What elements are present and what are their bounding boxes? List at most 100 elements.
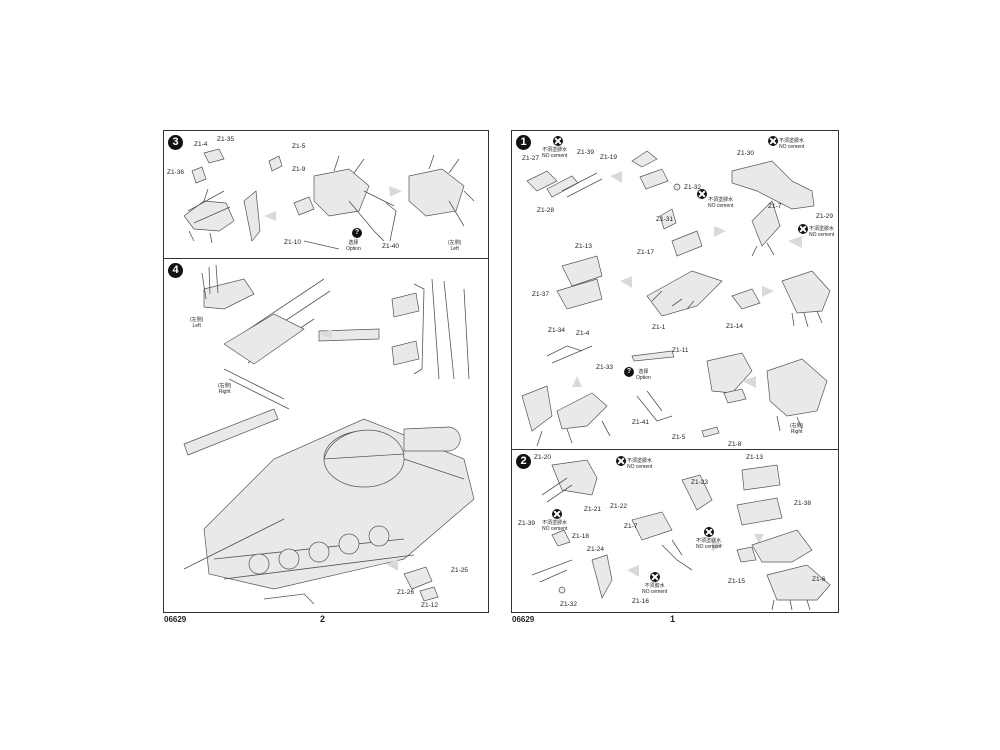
part-label: Z1-31 [656, 216, 673, 223]
no-cement-en: NO cement [708, 203, 734, 209]
part-label: Z1-13 [746, 454, 763, 461]
step-1-badge: 1 [516, 135, 531, 150]
step-2-panel: 2 Z1-20 Z1-21 Z1-39 Z1-18 Z1-24 Z1-32 Z1… [511, 449, 839, 613]
part-label: Z1-12 [421, 602, 438, 609]
option-icon: ? [352, 228, 362, 238]
part-label: Z1-18 [572, 533, 589, 540]
step-2-illustration [531, 459, 831, 611]
no-cement-en: NO cement [696, 544, 722, 550]
no-cement-cn: 不须胶水 [644, 583, 665, 589]
part-label: Z1-32 [684, 184, 701, 191]
part-label: Z1-19 [600, 154, 617, 161]
no-cement-icon [704, 527, 714, 537]
no-cement-note: 不須塗膠水 NO cement [708, 197, 733, 209]
no-cement-cn: 不須塗膠水 [542, 520, 568, 526]
footer-page-number: 1 [670, 614, 676, 624]
part-label: Z1-5 [292, 143, 306, 150]
part-label: Z1-21 [584, 506, 601, 513]
step-3-badge: 3 [168, 135, 183, 150]
no-cement-en: NO cement [542, 153, 568, 159]
part-label: Z1-39 [577, 149, 594, 156]
step-4-badge: 4 [168, 263, 183, 278]
side-note-cn: (右侧) [790, 423, 804, 429]
step-3-illustration [183, 148, 475, 250]
side-note-en: Right [218, 389, 231, 395]
option-icon: ? [624, 367, 634, 377]
part-label: Z1-33 [596, 364, 613, 371]
side-note-en: Left [192, 323, 201, 329]
step-3-panel: 3 Z1-4 Z1-35 Z1-36 Z1-5 Z1-9 Z1-10 Z1-40… [163, 130, 489, 259]
part-label: Z1-28 [537, 207, 554, 214]
part-label: Z1-9 [292, 166, 306, 173]
no-cement-cn: 不須塗膠水 [542, 147, 568, 153]
side-note-en: Left [450, 246, 459, 252]
part-label: Z1-11 [672, 347, 689, 354]
footer-code: 06629 [164, 615, 187, 624]
part-label: Z1-1 [652, 324, 666, 331]
part-label: Z1-32 [560, 601, 577, 608]
option-note-cn: 选择 [348, 240, 359, 246]
part-label: Z1-35 [217, 136, 234, 143]
no-cement-icon [650, 572, 660, 582]
part-label: Z1-37 [532, 291, 549, 298]
no-cement-icon [552, 509, 562, 519]
no-cement-cn: 不須塗膠水 [779, 138, 805, 144]
option-note-en: Option [636, 375, 651, 381]
part-label: Z1-5 [672, 434, 686, 441]
part-label: Z1-22 [610, 503, 627, 510]
side-note-right: (右侧) Right [218, 383, 231, 395]
no-cement-icon [798, 224, 808, 234]
no-cement-en: NO cement [642, 589, 668, 595]
option-note-cn: 选择 [638, 369, 649, 375]
option-note-en: Option [346, 246, 361, 252]
part-label: Z1-34 [548, 327, 565, 334]
step-2-badge: 2 [516, 454, 531, 469]
no-cement-en: NO cement [809, 232, 835, 238]
part-label: Z1-7 [624, 523, 638, 530]
no-cement-note: 不须胶水 NO cement [642, 583, 667, 595]
no-cement-en: NO cement [627, 464, 653, 470]
part-label: Z1-4 [576, 330, 590, 337]
part-label: Z1-13 [575, 243, 592, 250]
option-note: 选择 Option [346, 240, 361, 252]
no-cement-note: 不須塗膠水 NO cement [696, 538, 721, 550]
part-label: Z1-20 [534, 454, 551, 461]
part-label: Z1-38 [794, 500, 811, 507]
no-cement-icon [697, 189, 707, 199]
side-note-cn: (右侧) [218, 383, 232, 389]
part-label: Z1-6 [812, 576, 826, 583]
no-cement-note: 不須塗膠水 NO cement [542, 520, 567, 532]
side-note-cn: (左侧) [448, 240, 462, 246]
part-label: Z1-14 [726, 323, 743, 330]
no-cement-note: 不須塗膠水 NO cement [542, 147, 567, 159]
footer-code: 06629 [512, 615, 535, 624]
side-note-right: (右侧) Right [790, 423, 803, 435]
part-label: Z1-40 [382, 243, 399, 250]
side-note-en: Right [790, 429, 803, 435]
part-label: Z1-8 [728, 441, 742, 448]
part-label: Z1-27 [522, 155, 539, 162]
part-label: Z1-24 [587, 546, 604, 553]
step-1-panel: 1 Z1-27 Z1-39 Z1-28 Z1-19 Z1-32 Z1-31 Z1… [511, 130, 839, 450]
part-label: Z1-39 [518, 520, 535, 527]
no-cement-icon [616, 456, 626, 466]
step-1-illustration [521, 150, 831, 447]
part-label: Z1-17 [637, 249, 654, 256]
part-label: Z1-4 [194, 141, 208, 148]
no-cement-note: 不須塗膠水 NO cement [779, 138, 804, 150]
part-label: Z1-10 [284, 239, 301, 246]
footer-page-number: 2 [320, 614, 326, 624]
step-4-illustration [183, 264, 475, 605]
part-label: Z1-15 [728, 578, 745, 585]
no-cement-cn: 不須塗膠水 [708, 197, 734, 203]
part-label: Z1-36 [167, 169, 184, 176]
part-label: Z1-16 [632, 598, 649, 605]
part-label: Z1-30 [737, 150, 754, 157]
no-cement-note: 不須塗膠水 NO cement [809, 226, 834, 238]
part-label: Z1-23 [691, 479, 708, 486]
option-note: 选择 Option [636, 369, 651, 381]
part-label: Z1-26 [397, 589, 414, 596]
no-cement-cn: 不須塗膠水 [627, 458, 653, 464]
no-cement-icon [553, 136, 563, 146]
side-note-left: (左侧) Left [190, 317, 203, 329]
